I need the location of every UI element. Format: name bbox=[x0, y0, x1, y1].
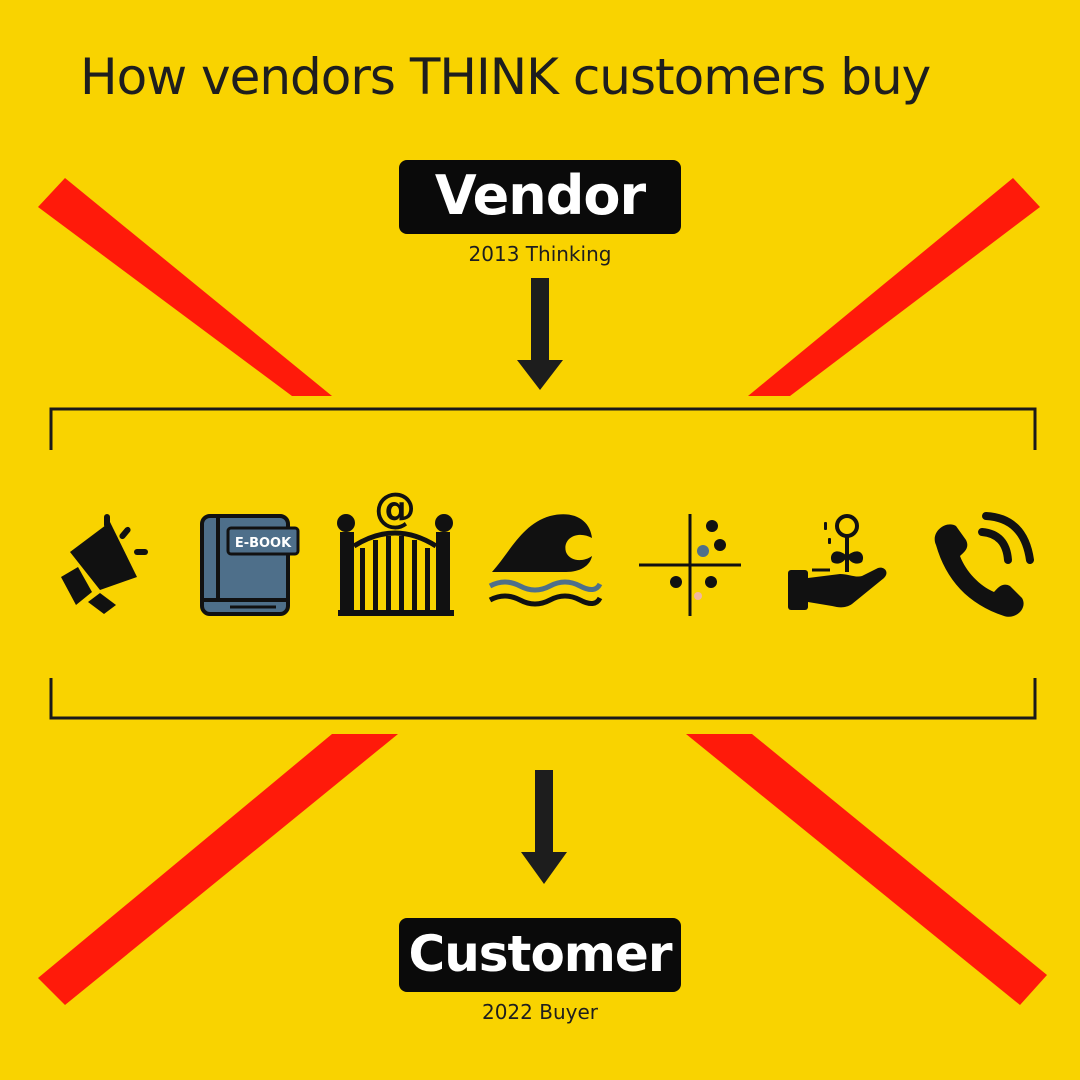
phone-call-icon bbox=[934, 512, 1034, 617]
arrow-down-bottom bbox=[521, 770, 567, 884]
customer-box: Customer bbox=[399, 918, 681, 992]
arrow-down-top bbox=[517, 278, 563, 390]
cross-stroke-bottom-left bbox=[38, 734, 398, 1005]
cross-stroke-bottom-right bbox=[686, 734, 1047, 1005]
email-gate-at-symbol: @ bbox=[374, 483, 416, 532]
red-cross bbox=[38, 178, 1047, 1005]
email-gate-icon: @ bbox=[337, 483, 454, 616]
page-title: How vendors THINK customers buy bbox=[80, 48, 931, 106]
ebook-icon: E-BOOK bbox=[200, 514, 300, 616]
cross-stroke-top-right bbox=[748, 178, 1040, 396]
wave-icon bbox=[488, 514, 603, 607]
vendor-caption: 2013 Thinking bbox=[468, 242, 612, 266]
bracket-bottom bbox=[49, 678, 1037, 720]
hand-plant-icon bbox=[788, 514, 887, 610]
vendor-box: Vendor bbox=[399, 160, 681, 234]
megaphone-icon bbox=[61, 514, 148, 614]
scatter-quadrant-icon bbox=[639, 514, 741, 616]
customer-caption: 2022 Buyer bbox=[481, 1000, 598, 1024]
bracket-top bbox=[49, 407, 1037, 450]
cross-stroke-top-left bbox=[38, 178, 332, 396]
ebook-label: E-BOOK bbox=[235, 536, 292, 551]
